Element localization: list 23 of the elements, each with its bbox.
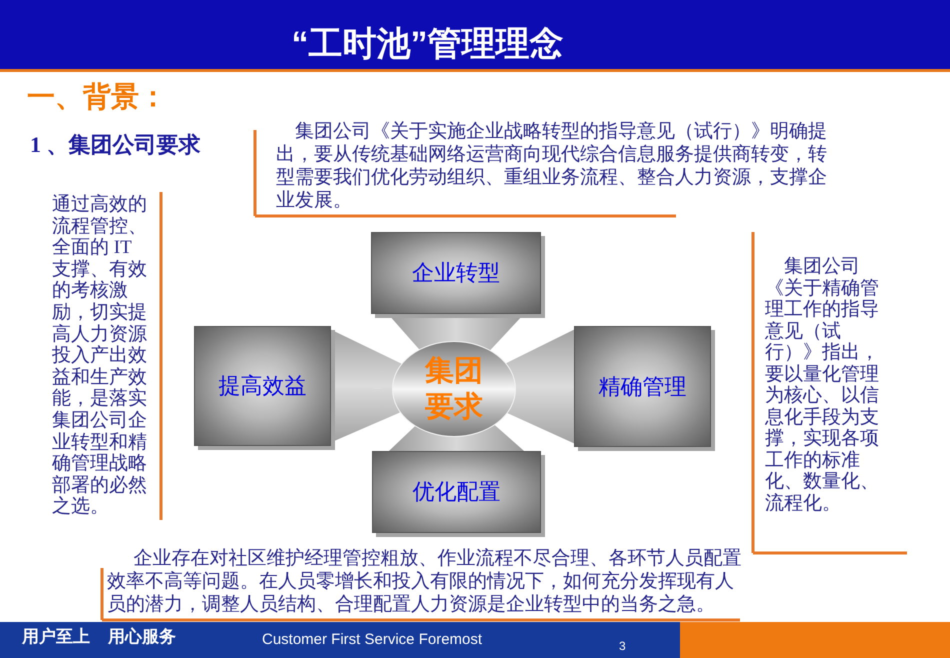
- box-label: 提高效益: [218, 372, 306, 400]
- requirement-box: [194, 326, 331, 446]
- callout-text: 通过高效的流程管控、全面的 IT 支撑、有效的考核激励，切实提高人力资源投入产出效益和生产效能，是落实集团公司企业转型和精确管理战略部署的必然之选。: [52, 194, 148, 518]
- callout-text: 企业存在对社区维护经理管控粗放、作业流程不尽合理、各环节人员配置效率不高等问题。在人员零增长和投入有限的情况下，如何充分发挥现有人员的潜力，调整人员结构、合理配置人力资源是企业转型中的当务之急。: [107, 547, 743, 616]
- slide-title: “工时池”管理理念: [290, 24, 564, 64]
- box-label: 精确管理: [598, 372, 686, 400]
- box-label: 优化配置: [412, 478, 500, 506]
- box-label: 企业转型: [412, 259, 500, 287]
- page-number: 3: [619, 639, 626, 653]
- section-heading: 一、背景：: [27, 80, 167, 114]
- requirement-box: [372, 451, 541, 533]
- requirement-box: [371, 232, 541, 314]
- center-label: 集团要求: [424, 354, 484, 425]
- footer-text: Customer First Service Foremost: [262, 631, 482, 649]
- slogan-text: 用心服务: [108, 627, 176, 647]
- requirement-box: [574, 326, 711, 447]
- subheading: 1 、集团公司要求: [30, 131, 200, 159]
- funnel-connector: [388, 425, 524, 451]
- funnel-connector: [331, 330, 402, 442]
- callout-text: 集团公司《关于实施企业战略转型的指导意见（试行）》明确提出，要从传统基础网络运营商向现代综合信息服务提供商转变，转型需要我们优化劳动组织、重组业务流程、整合人力资源，支撑企业发展。: [276, 120, 828, 212]
- funnel-connector: [506, 330, 574, 444]
- callout-text: 集团公司《关于精确管理工作的指导意见（试行）》指出，要以量化管理为核心、以信息化手段为支撑，实现各项工作的标准化、数量化、流程化。: [765, 256, 880, 514]
- slogan-text: 用户至上: [22, 627, 90, 647]
